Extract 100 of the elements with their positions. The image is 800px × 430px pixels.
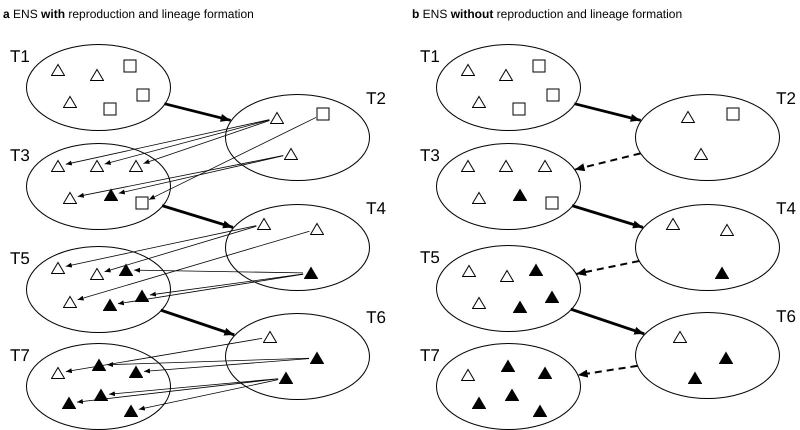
filled-triangle-marker xyxy=(62,396,76,410)
time-label: T4 xyxy=(776,200,796,217)
filled-triangle-marker xyxy=(94,388,108,402)
time-label: T7 xyxy=(10,347,30,364)
arrow xyxy=(65,119,270,166)
filled-triangle-marker xyxy=(104,188,118,202)
arrow xyxy=(164,102,231,122)
filled-triangle-marker xyxy=(135,289,149,303)
square-marker xyxy=(123,59,137,73)
triangle-marker xyxy=(681,110,695,124)
triangle-marker xyxy=(673,330,687,344)
arrow xyxy=(104,120,270,165)
triangle-marker xyxy=(461,159,475,173)
filled-triangle-marker xyxy=(688,371,702,385)
arrow xyxy=(117,274,304,306)
arrow xyxy=(578,364,638,378)
triangle-marker xyxy=(90,267,104,281)
triangle-marker xyxy=(720,223,734,237)
arrow xyxy=(576,260,640,276)
triangle-marker xyxy=(462,264,476,278)
filled-triangle-marker xyxy=(279,371,293,385)
square-marker xyxy=(103,102,117,116)
square-marker xyxy=(135,196,149,210)
filled-triangle-marker xyxy=(505,388,519,402)
triangle-marker xyxy=(51,63,65,77)
arrow xyxy=(160,308,235,336)
square-marker xyxy=(726,107,740,121)
arrow xyxy=(143,120,270,164)
arrow xyxy=(574,102,641,122)
time-label: T3 xyxy=(10,147,30,164)
arrow xyxy=(77,230,310,300)
triangle-marker xyxy=(63,295,77,309)
triangle-marker xyxy=(51,261,65,275)
filled-triangle-marker xyxy=(513,188,527,202)
triangle-marker xyxy=(51,159,65,173)
filled-triangle-marker xyxy=(124,404,138,418)
square-marker xyxy=(512,102,526,116)
arrow xyxy=(162,204,234,229)
arrow xyxy=(65,225,257,268)
panel-title: b ENS without reproduction and lineage formation xyxy=(412,8,682,20)
filled-triangle-marker xyxy=(545,290,559,304)
filled-triangle-marker xyxy=(513,300,527,314)
time-label: T6 xyxy=(366,309,386,326)
filled-triangle-marker xyxy=(310,351,324,365)
square-marker xyxy=(316,107,330,121)
arrow xyxy=(118,155,284,194)
square-marker xyxy=(546,88,560,102)
triangle-marker xyxy=(51,366,65,380)
triangle-marker xyxy=(472,95,486,109)
filled-triangle-marker xyxy=(129,365,143,379)
time-label: T6 xyxy=(776,308,796,325)
triangle-marker xyxy=(63,95,77,109)
square-marker xyxy=(532,59,546,73)
triangle-marker xyxy=(129,159,143,173)
triangle-marker xyxy=(499,68,513,82)
arrow xyxy=(65,338,263,374)
triangle-marker xyxy=(694,147,708,161)
square-marker xyxy=(545,196,559,210)
time-label: T1 xyxy=(420,48,440,65)
triangle-marker xyxy=(270,111,284,125)
filled-triangle-marker xyxy=(715,266,729,280)
arrow xyxy=(106,358,310,368)
time-label: T1 xyxy=(10,48,30,65)
time-label: T7 xyxy=(420,347,440,364)
time-label: T3 xyxy=(420,147,440,164)
triangle-marker xyxy=(472,296,486,310)
arrow xyxy=(574,152,641,172)
time-label: T2 xyxy=(776,90,796,107)
triangle-marker xyxy=(257,217,271,231)
triangle-marker xyxy=(500,269,514,283)
time-label: T2 xyxy=(366,90,386,107)
filled-triangle-marker xyxy=(103,298,117,312)
arrow xyxy=(138,379,279,411)
time-label: T5 xyxy=(10,250,30,267)
arrow xyxy=(104,226,257,272)
triangle-marker xyxy=(538,159,552,173)
triangle-marker xyxy=(90,68,104,82)
arrow xyxy=(144,358,310,374)
triangle-marker xyxy=(284,147,298,161)
arrow xyxy=(150,274,304,297)
triangle-marker xyxy=(666,217,680,231)
filled-triangle-marker xyxy=(501,359,515,373)
triangle-marker xyxy=(263,330,277,344)
square-marker xyxy=(136,88,150,102)
time-label: T4 xyxy=(366,200,386,217)
arrow xyxy=(108,378,278,396)
time-label: T5 xyxy=(420,249,440,266)
triangle-marker xyxy=(461,368,475,382)
arrow xyxy=(77,155,284,198)
arrow xyxy=(134,268,304,274)
filled-triangle-marker xyxy=(119,263,133,277)
triangle-marker xyxy=(472,191,486,205)
arrow xyxy=(148,117,316,200)
triangle-marker xyxy=(90,159,104,173)
triangle-marker xyxy=(63,191,77,205)
triangle-marker xyxy=(461,63,475,77)
arrow xyxy=(570,308,645,336)
triangle-marker xyxy=(310,222,324,236)
filled-triangle-marker xyxy=(719,351,733,365)
filled-triangle-marker xyxy=(304,266,318,280)
